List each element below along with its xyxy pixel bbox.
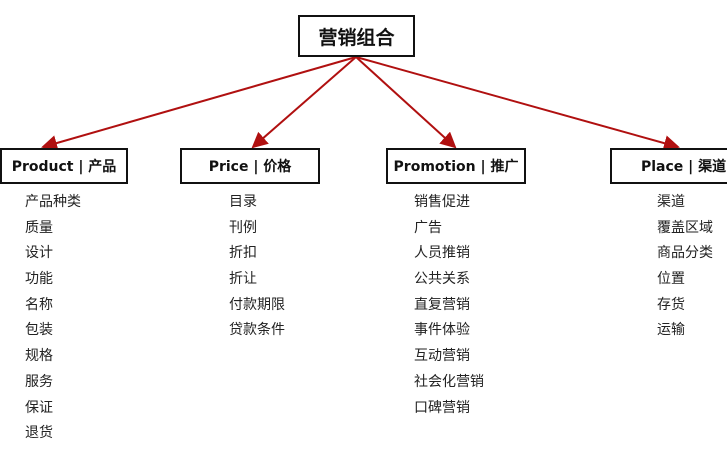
- list-item: 位置: [657, 271, 685, 288]
- list-item: 事件体验: [414, 322, 470, 339]
- list-item: 运输: [657, 322, 685, 339]
- list-item: 直复营销: [414, 296, 470, 313]
- list-item: 公共关系: [414, 271, 470, 288]
- place-list: 渠道覆盖区域商品分类位置存货运输: [657, 190, 713, 344]
- price-list: 目录刊例折扣折让付款期限贷款条件: [229, 190, 285, 344]
- arrow-to-place: [355, 56, 680, 151]
- promotion-list: 销售促进广告人员推销公共关系直复营销事件体验互动营销社会化营销口碑营销: [414, 190, 484, 421]
- product-list: 产品种类质量设计功能名称包装规格服务保证退货: [25, 190, 81, 447]
- list-item: 广告: [414, 219, 442, 236]
- list-item: 功能: [25, 271, 53, 288]
- arrow-to-price: [251, 56, 357, 149]
- list-item: 质量: [25, 219, 53, 236]
- list-item: 销售促进: [414, 194, 470, 210]
- list-item: 保证: [25, 399, 53, 416]
- list-item: 规格: [25, 348, 53, 365]
- list-item: 名称: [25, 296, 53, 313]
- list-item: 刊例: [229, 219, 257, 236]
- list-item: 社会化营销: [414, 373, 484, 390]
- category-price: Price | 价格: [180, 148, 320, 184]
- list-item: 折扣: [229, 245, 257, 262]
- list-item: 产品种类: [25, 194, 81, 210]
- category-product: Product | 产品: [0, 148, 128, 184]
- list-item: 退货: [25, 425, 53, 442]
- list-item: 付款期限: [229, 296, 285, 313]
- list-item: 商品分类: [657, 245, 713, 262]
- list-item: 折让: [229, 271, 257, 288]
- list-item: 存货: [657, 296, 685, 313]
- list-item: 目录: [229, 194, 257, 210]
- root-node: 营销组合: [298, 15, 415, 57]
- category-place: Place | 渠道: [610, 148, 727, 184]
- list-item: 包装: [25, 322, 53, 339]
- list-item: 渠道: [657, 194, 685, 210]
- list-item: 服务: [25, 373, 53, 390]
- list-item: 贷款条件: [229, 322, 285, 339]
- arrow-to-product: [41, 56, 357, 151]
- list-item: 口碑营销: [414, 399, 470, 416]
- list-item: 覆盖区域: [657, 219, 713, 236]
- category-promotion: Promotion | 推广: [386, 148, 526, 184]
- arrow-to-promotion: [355, 56, 457, 149]
- list-item: 设计: [25, 245, 53, 262]
- list-item: 人员推销: [414, 245, 470, 262]
- list-item: 互动营销: [414, 348, 470, 365]
